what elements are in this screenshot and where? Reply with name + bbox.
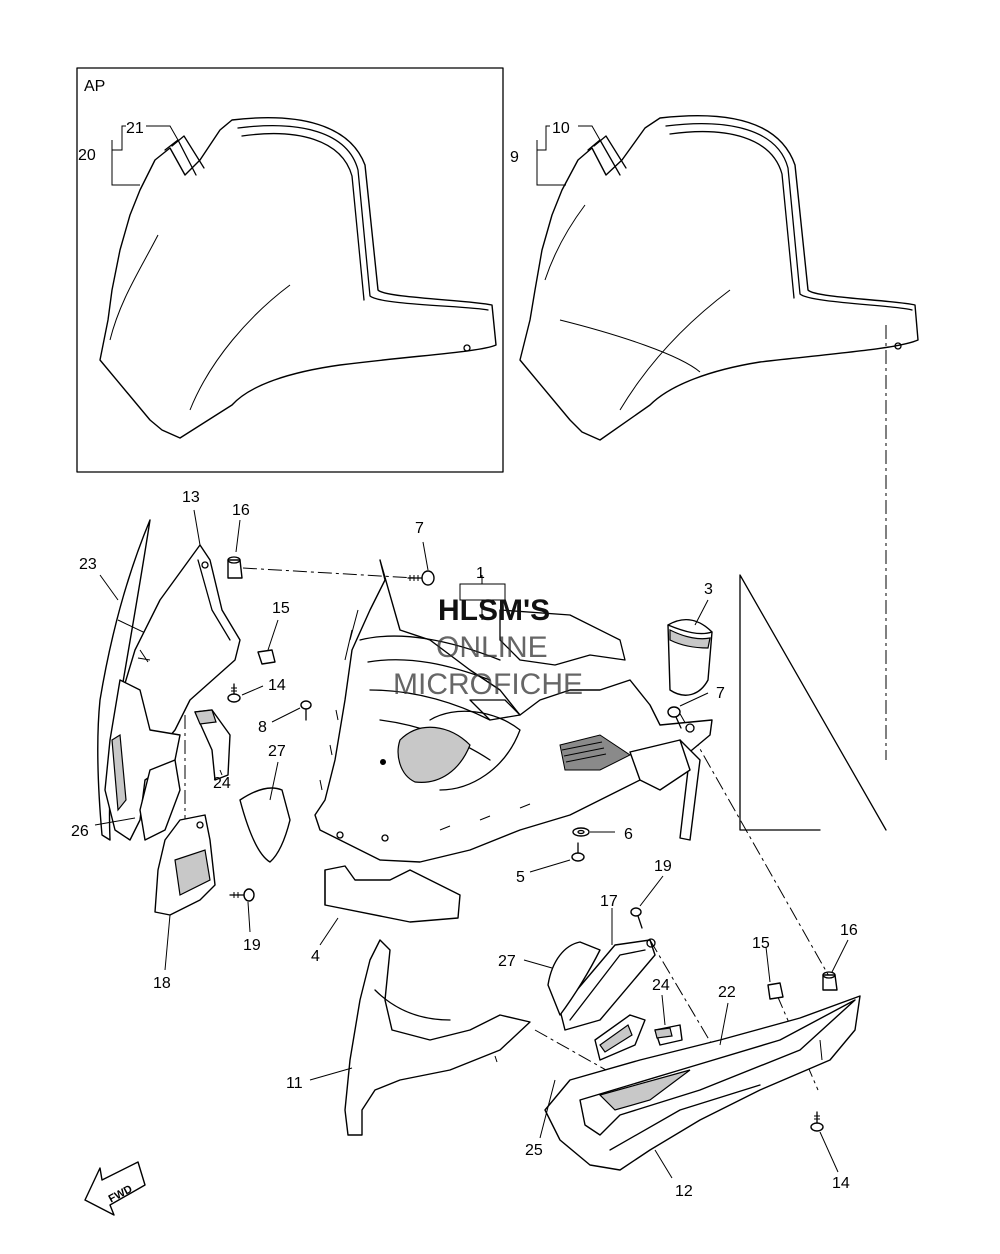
part-24-pad-right [654,1024,683,1046]
fasteners [227,556,838,1132]
watermark-line-1: HLSM'S [438,594,550,627]
part-27-seal-left [239,787,291,863]
callout-23: 23 [79,556,97,573]
part-12-under-cowl-right [544,995,861,1171]
watermark: HLSM'S ONLINE MICROFICHE [393,594,583,701]
part-6-grommet [572,827,590,837]
callout-7-right: 7 [716,685,725,702]
ap-inset-box: AP [76,67,504,473]
callout-numbers: 1 3 4 5 6 7 7 8 11 12 13 14 14 15 15 16 … [71,489,858,1200]
callout-10: 10 [552,120,570,137]
callout-13: 13 [182,489,200,506]
callout-21: 21 [126,120,144,137]
callout-11: 11 [286,1075,303,1092]
callout-25: 25 [525,1142,543,1159]
part-5-screw [571,842,585,862]
part-24-pad-left [194,709,231,781]
part-15-nut-right [767,982,784,1000]
callout-8: 8 [258,719,267,736]
callout-1: 1 [476,565,485,582]
watermark-line-3: MICROFICHE [393,668,583,701]
part-16-collar-upper [227,559,243,579]
windshield-main [519,115,919,441]
callout-27-right: 27 [498,953,516,970]
callout-26: 26 [71,823,89,840]
callout-15-right: 15 [752,935,770,952]
callout-6: 6 [624,826,633,843]
part-4-lower-panel [324,865,461,923]
callout-15-left: 15 [272,600,290,617]
part-14-screw-left [227,683,241,703]
part-8-screw [300,700,312,721]
fwd-arrow: FWD [84,1161,146,1216]
part-18-lower-panel [154,814,216,916]
callout-3: 3 [704,581,713,598]
part-26-side-duct [104,679,181,841]
callout-16-left: 16 [232,502,250,519]
callout-12: 12 [675,1183,693,1200]
part-19-screw-left [229,888,255,902]
callout-22: 22 [718,984,736,1001]
part-1-upper-cowling [314,559,713,863]
watermark-line-2: ONLINE [436,631,548,664]
callout-17: 17 [600,893,618,910]
callout-group-20-21: 20 21 [78,120,179,186]
callout-4: 4 [311,948,320,965]
part-14-screw-right [810,1111,824,1132]
callout-14-right: 14 [832,1175,850,1192]
part-25-inner-cover [594,1014,646,1061]
part-27-seal-right [547,941,601,1016]
callout-18: 18 [153,975,171,992]
callout-9: 9 [510,149,519,166]
ap-box-label: AP [84,78,105,95]
callout-20: 20 [78,147,96,164]
callout-7-upper: 7 [415,520,424,537]
part-15-nut-left [257,649,276,665]
part-7-bolt-right [667,706,682,729]
callout-24-left: 24 [213,775,231,792]
windshield-ap [99,117,497,439]
callout-16-right: 16 [840,922,858,939]
callout-5: 5 [516,869,525,886]
part-19-screw-right [630,907,643,929]
part-3-cap [667,618,713,696]
callout-14-left: 14 [268,677,286,694]
callout-27-left: 27 [268,743,286,760]
callout-19-left: 19 [243,937,261,954]
callout-group-9-10: 9 10 [510,120,601,186]
part-17-bracket [559,938,656,1031]
part-7-bolt-upper [407,570,435,586]
callout-19-right: 19 [654,858,672,875]
part-16-collar-right [822,974,838,991]
callout-24-right: 24 [652,977,670,994]
leader-lines [94,509,849,1179]
